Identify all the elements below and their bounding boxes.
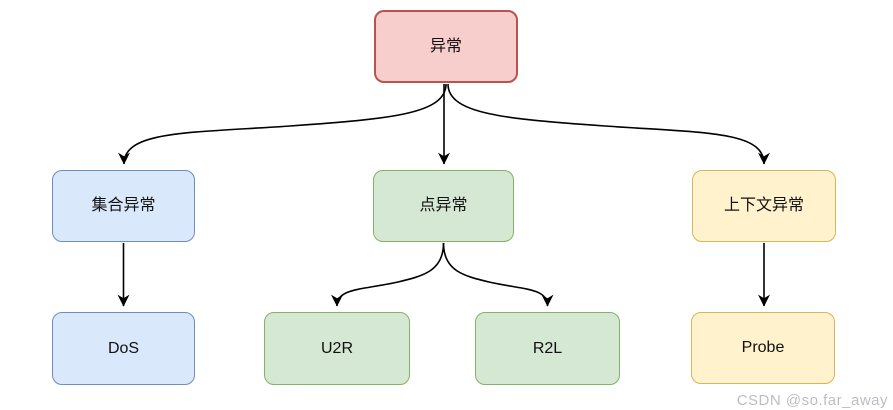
node-dos: DoS bbox=[52, 312, 195, 385]
node-u2r-label: U2R bbox=[320, 339, 353, 357]
edge-root-to-collective bbox=[118, 83, 447, 165]
node-point-anomaly: 点异常 bbox=[373, 170, 514, 242]
node-contextual-anomaly: 上下文异常 bbox=[692, 170, 836, 242]
node-anomaly-label: 异常 bbox=[429, 37, 462, 55]
node-anomaly: 异常 bbox=[374, 10, 518, 83]
node-collective-anomaly: 集合异常 bbox=[52, 170, 195, 242]
edge-point-to-r2l bbox=[442, 242, 554, 307]
node-probe-label: Probe bbox=[741, 339, 785, 357]
csdn-watermark: CSDN @so.far_away bbox=[736, 392, 888, 409]
node-point-anomaly-label: 点异常 bbox=[419, 197, 468, 215]
node-contextual-anomaly-label: 上下文异常 bbox=[723, 197, 804, 215]
node-probe: Probe bbox=[691, 312, 835, 384]
node-dos-label: DoS bbox=[107, 339, 140, 357]
edge-point-to-u2r bbox=[331, 242, 445, 307]
edge-root-to-contextual bbox=[447, 83, 770, 165]
node-u2r: U2R bbox=[264, 312, 410, 385]
node-r2l-label: R2L bbox=[532, 339, 563, 357]
node-collective-anomaly-label: 集合异常 bbox=[91, 197, 156, 215]
node-r2l: R2L bbox=[475, 312, 620, 385]
